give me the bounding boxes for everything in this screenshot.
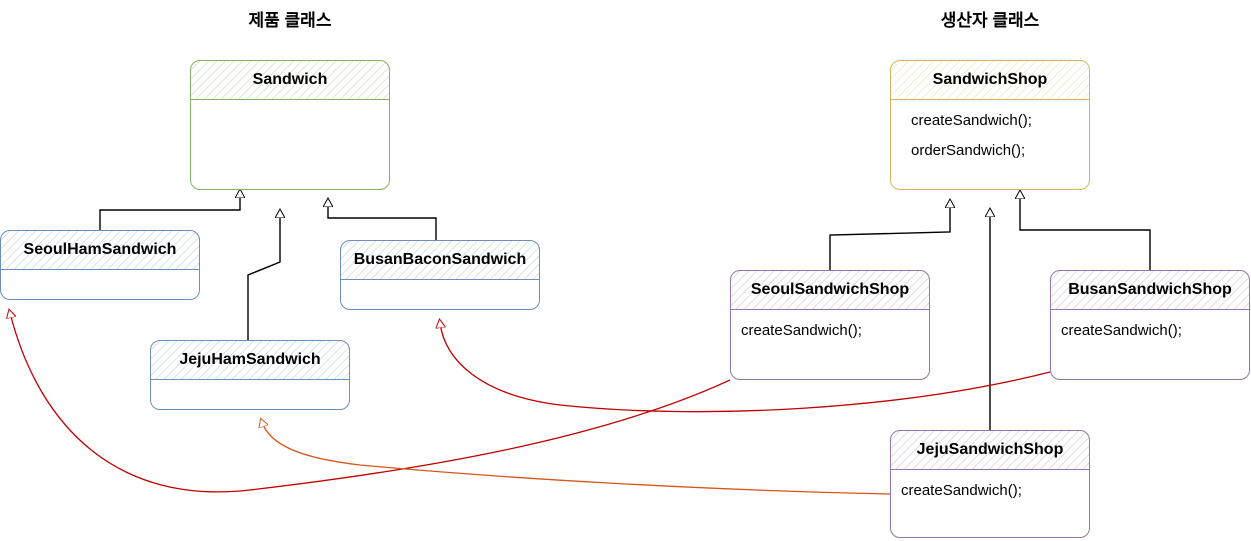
create-seoulshop-to-seoulham (10, 313, 731, 493)
class-sandwich-shop[interactable]: SandwichShop createSandwich(); orderSand… (890, 60, 1090, 190)
class-seoul-sandwich-shop-methods: createSandwich(); (731, 310, 929, 352)
class-sandwich[interactable]: Sandwich (190, 60, 390, 190)
class-sandwich-shop-name: SandwichShop (891, 61, 1089, 100)
class-jeju-sandwich-shop[interactable]: JejuSandwichShop createSandwich(); (890, 430, 1090, 538)
create-jejushop-to-jejuham (262, 422, 891, 495)
method-create-sandwich: createSandwich(); (911, 112, 1032, 129)
product-classes-title: 제품 클래스 (248, 11, 332, 30)
class-jeju-sandwich-shop-methods: createSandwich(); (891, 470, 1089, 512)
class-busan-bacon-sandwich-name: BusanBaconSandwich (341, 241, 539, 280)
class-busan-sandwich-shop[interactable]: BusanSandwichShop createSandwich(); (1050, 270, 1250, 380)
method-create-sandwich: createSandwich(); (901, 482, 1022, 499)
creator-classes-title: 생산자 클래스 (940, 11, 1040, 30)
inherit-busanshop-to-sandwichshop (1020, 194, 1151, 270)
class-busan-bacon-sandwich[interactable]: BusanBaconSandwich (340, 240, 540, 310)
class-seoul-sandwich-shop-name: SeoulSandwichShop (731, 271, 929, 310)
class-sandwich-shop-methods: createSandwich(); orderSandwich(); (891, 100, 1089, 172)
class-seoul-sandwich-shop[interactable]: SeoulSandwichShop createSandwich(); (730, 270, 930, 380)
class-jeju-sandwich-shop-name: JejuSandwichShop (891, 431, 1089, 470)
method-order-sandwich: orderSandwich(); (911, 142, 1026, 159)
inherit-seoulshop-to-sandwichshop (829, 203, 950, 270)
class-seoul-ham-sandwich-name: SeoulHamSandwich (1, 231, 199, 270)
inherit-seoulham-to-sandwich (99, 193, 240, 230)
inherit-busanbacon-to-sandwich (328, 202, 437, 240)
class-jeju-ham-sandwich[interactable]: JejuHamSandwich (150, 340, 350, 410)
class-seoul-ham-sandwich[interactable]: SeoulHamSandwich (0, 230, 200, 300)
method-create-sandwich: createSandwich(); (741, 322, 862, 339)
class-busan-sandwich-shop-methods: createSandwich(); (1051, 310, 1249, 352)
class-jeju-ham-sandwich-name: JejuHamSandwich (151, 341, 349, 380)
method-create-sandwich: createSandwich(); (1061, 322, 1182, 339)
class-busan-sandwich-shop-name: BusanSandwichShop (1051, 271, 1249, 310)
class-sandwich-name: Sandwich (191, 61, 389, 100)
inherit-jejuham-to-sandwich (247, 213, 280, 340)
